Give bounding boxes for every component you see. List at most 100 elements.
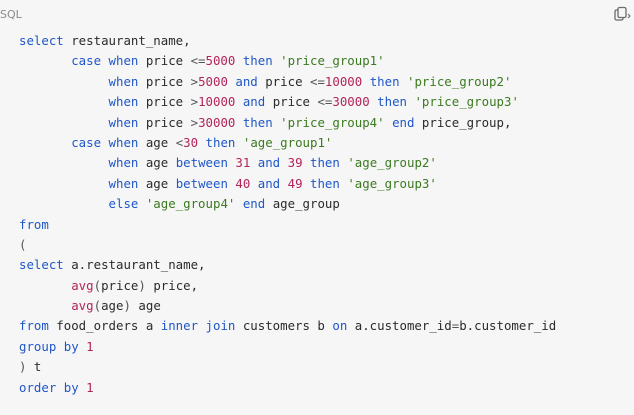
identifier-token <box>19 53 71 68</box>
identifier-token <box>250 176 257 191</box>
identifier-token: price <box>138 114 191 130</box>
operator-token: > <box>190 73 199 89</box>
number-token: 1 <box>86 338 94 354</box>
copy-icon[interactable] <box>612 6 632 24</box>
identifier-token: price <box>138 53 191 69</box>
code-line: case when price <=5000 then 'price_group… <box>19 51 556 71</box>
code-line: avg(price) price, <box>19 276 556 296</box>
keyword-token: and <box>257 155 281 171</box>
code-line: select restaurant_name, <box>19 31 556 51</box>
operator-token: ) <box>138 277 146 293</box>
code-line: select a.restaurant_name, <box>19 255 556 275</box>
identifier-token <box>19 74 109 89</box>
operator-token: = <box>451 318 460 334</box>
identifier-token <box>19 135 71 150</box>
language-label: SQL <box>0 8 22 21</box>
number-token: 5000 <box>198 73 228 89</box>
operator-token: > <box>190 114 199 130</box>
keyword-token: then <box>310 155 340 171</box>
keyword-token: when <box>108 175 139 191</box>
identifier-token <box>101 135 108 150</box>
operator-token: <= <box>309 73 325 89</box>
string-token: 'age_group3' <box>347 175 437 191</box>
identifier-token: customers b <box>235 318 333 334</box>
identifier-token: age <box>138 175 176 191</box>
code-line: else 'age_group4' end age_group <box>19 194 556 214</box>
keyword-token: and <box>235 73 258 89</box>
operator-token: ( <box>93 298 102 314</box>
keyword-token: select <box>19 33 64 48</box>
identifier-token <box>235 196 242 211</box>
identifier-token <box>19 278 71 293</box>
keyword-token: else <box>108 196 139 212</box>
code-line: avg(age) age <box>19 296 556 316</box>
operator-token: ( <box>93 277 102 293</box>
number-token: 1 <box>86 379 94 395</box>
code-line: when price >5000 and price <=10000 then … <box>19 72 556 92</box>
keyword-token: then <box>369 73 400 89</box>
function-token: avg <box>71 277 94 293</box>
code-line: when price >30000 then 'price_group4' en… <box>19 113 556 133</box>
number-token: 31 <box>235 155 251 171</box>
identifier-token <box>235 135 242 150</box>
identifier-token: price <box>138 94 191 110</box>
identifier-token <box>362 74 369 89</box>
string-token: 'age_group2' <box>347 155 437 171</box>
identifier-token: price <box>257 73 310 89</box>
identifier-token <box>235 53 242 68</box>
identifier-token <box>303 155 310 170</box>
keyword-token: when <box>108 94 139 110</box>
keyword-token: then <box>205 134 236 150</box>
identifier-token: age_group <box>265 196 340 212</box>
identifier-token: b.customer_id <box>459 318 557 334</box>
identifier-token <box>280 155 287 170</box>
number-token: 49 <box>287 175 303 191</box>
identifier-token: a.restaurant_name, <box>63 257 206 273</box>
operator-token: <= <box>190 53 206 69</box>
string-token: 'price_group3' <box>414 94 519 110</box>
keyword-token: between <box>175 155 228 171</box>
identifier-token: age <box>138 134 176 150</box>
keyword-token: then <box>242 114 273 130</box>
operator-token: ) <box>19 359 27 375</box>
identifier-token: price <box>138 73 191 89</box>
identifier-token <box>235 115 242 130</box>
sql-code[interactable]: select restaurant_name, case when price … <box>19 31 556 398</box>
identifier-token: restaurant_name, <box>63 33 191 48</box>
keyword-token: and <box>242 94 266 110</box>
keyword-token: case <box>71 53 102 69</box>
identifier-token <box>19 196 109 211</box>
keyword-token: when <box>108 114 139 130</box>
code-line: case when age <30 then 'age_group1' <box>19 133 556 153</box>
function-token: avg <box>71 298 94 314</box>
keyword-token: case <box>71 134 102 150</box>
identifier-token <box>198 135 205 150</box>
string-token: 'age_group4' <box>145 196 236 212</box>
operator-token: ) <box>123 298 131 314</box>
identifier-token: a.customer_id <box>347 318 452 334</box>
number-token: 30000 <box>332 94 370 110</box>
identifier-token <box>198 318 205 333</box>
keyword-token: order by <box>19 379 79 395</box>
identifier-token: price, <box>145 277 199 293</box>
code-line: from food_orders a inner join customers … <box>19 316 556 336</box>
identifier-token <box>250 155 257 170</box>
keyword-token: when <box>108 53 139 69</box>
code-line: ( <box>19 235 556 255</box>
number-token: 5000 <box>205 53 236 69</box>
identifier-token <box>235 94 242 109</box>
identifier-token <box>19 94 109 109</box>
identifier-token <box>303 176 310 191</box>
keyword-token: then <box>377 94 407 110</box>
code-line: when age between 40 and 49 then 'age_gro… <box>19 174 556 194</box>
string-token: 'age_group1' <box>242 134 333 150</box>
code-line: ) t <box>19 357 556 377</box>
identifier-token <box>19 155 109 170</box>
identifier-token: age <box>130 298 161 314</box>
keyword-token: end <box>392 114 415 130</box>
keyword-token: group by <box>19 338 79 354</box>
copy-button[interactable] <box>612 6 632 24</box>
keyword-token: then <box>310 175 340 191</box>
operator-token: ( <box>19 236 27 252</box>
